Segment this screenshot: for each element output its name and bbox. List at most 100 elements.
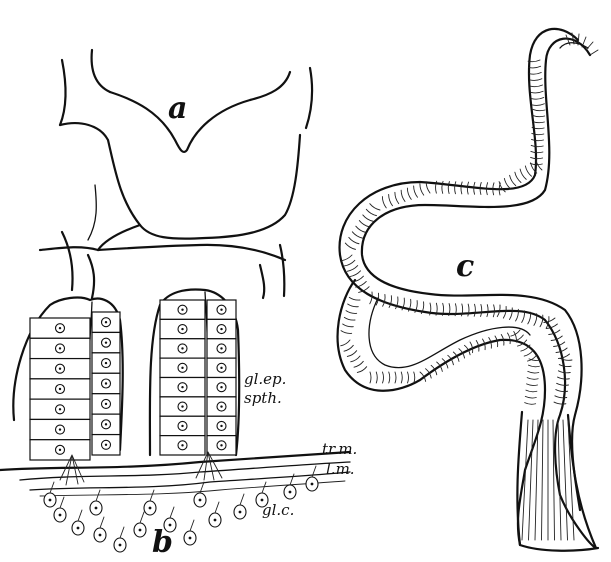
nucleolus	[105, 423, 107, 425]
crypt-fold	[414, 186, 418, 197]
crypt-fold	[351, 356, 360, 362]
crypt-fold	[455, 182, 456, 194]
label-gl-ep: gl.ep.	[244, 370, 286, 388]
gland-cells	[30, 300, 236, 460]
crypt-fold	[382, 197, 386, 208]
ganglion-nucleus	[119, 544, 122, 547]
crypt-fold	[532, 104, 544, 106]
ganglion-process	[262, 482, 266, 493]
crypt-fold	[527, 384, 538, 386]
crypt-fold	[525, 166, 531, 176]
crypt-fold	[442, 181, 443, 193]
nucleolus	[220, 308, 222, 310]
crypt-fold	[347, 351, 356, 357]
crypt-fold	[503, 306, 506, 318]
crypt-fold	[395, 372, 396, 383]
nucleolus	[181, 425, 183, 427]
nucleolus	[59, 428, 61, 430]
label-spth: spth.	[244, 389, 282, 407]
crypt-fold	[341, 331, 352, 334]
crypt-fold	[515, 172, 521, 182]
crypt-fold	[430, 303, 431, 315]
crypt-fold	[408, 372, 409, 383]
crypt-fold	[524, 350, 533, 356]
crypt-fold	[526, 390, 537, 392]
ganglion-nucleus	[239, 511, 242, 514]
crypt-fold	[344, 345, 353, 351]
nucleolus	[181, 386, 183, 388]
nucleolus	[105, 362, 107, 364]
nucleolus	[181, 308, 183, 310]
crypt-fold	[510, 175, 516, 185]
ganglion-process	[120, 527, 124, 538]
crypt-folds	[341, 60, 572, 404]
ganglion-process	[96, 490, 100, 501]
crypt-fold	[525, 396, 536, 398]
ganglion-process	[240, 494, 244, 505]
crypt-fold	[354, 361, 363, 367]
nucleolus	[59, 368, 61, 370]
nucleolus	[59, 408, 61, 410]
ganglion-nucleus	[77, 527, 80, 530]
panel-b-drawing: gl.ep. spth. tr.m. l.m. gl.c. b	[0, 290, 357, 560]
crypt-fold	[558, 354, 569, 359]
crypt-fold	[341, 255, 352, 261]
crypt-fold	[528, 371, 539, 373]
nucleolus	[220, 347, 222, 349]
crypt-fold	[487, 305, 488, 317]
crypt-fold	[389, 194, 393, 205]
ganglion-process	[190, 520, 194, 531]
crypt-fold	[533, 115, 545, 116]
ganglion-nucleus	[289, 491, 292, 494]
crypt-fold	[531, 91, 543, 93]
crypt-fold	[529, 73, 541, 75]
crypt-fold	[525, 403, 536, 405]
ganglion-nucleus	[311, 483, 314, 486]
nucleolus	[181, 347, 183, 349]
crypt-fold	[436, 181, 437, 193]
crypt-fold	[531, 85, 543, 87]
crypt-fold	[528, 312, 531, 324]
crypt-fold	[467, 182, 468, 194]
crypt-fold	[359, 221, 369, 227]
crypt-fold	[533, 109, 545, 110]
crypt-fold	[529, 66, 541, 68]
crypt-fold	[530, 79, 542, 81]
crypt-fold	[520, 169, 526, 179]
crypt-fold	[532, 139, 544, 140]
ganglion-nucleus	[189, 537, 192, 540]
crypt-fold	[470, 342, 473, 353]
ganglion-process	[290, 474, 294, 485]
ganglion-process	[170, 507, 174, 518]
ganglion-process	[78, 510, 82, 521]
crypt-fold	[527, 378, 538, 380]
crypt-fold	[370, 292, 372, 304]
crypt-fold	[352, 232, 362, 238]
crypt-fold	[461, 182, 462, 194]
crypt-fold	[389, 296, 391, 308]
nucleolus	[59, 388, 61, 390]
nucleolus	[181, 444, 183, 446]
duct-striation	[542, 420, 544, 540]
nucleolus	[220, 328, 222, 330]
ganglion-nucleus	[139, 529, 142, 532]
crypt-fold	[389, 372, 390, 383]
crypt-fold	[474, 304, 475, 316]
crypt-fold	[559, 365, 571, 367]
crypt-fold	[343, 324, 354, 327]
duct-striation	[563, 420, 568, 540]
nucleolus	[105, 382, 107, 384]
ganglion-nucleus	[149, 507, 152, 510]
nucleolus	[220, 425, 222, 427]
crypt-fold	[346, 311, 357, 314]
nucleolus	[105, 403, 107, 405]
crypt-fold	[376, 372, 377, 383]
crypt-fold	[407, 188, 411, 199]
crypt-fold	[357, 367, 366, 373]
crypt-fold	[401, 190, 405, 201]
crypt-fold	[383, 372, 384, 383]
nucleolus	[59, 327, 61, 329]
nucleolus	[105, 341, 107, 343]
nucleolus	[181, 328, 183, 330]
